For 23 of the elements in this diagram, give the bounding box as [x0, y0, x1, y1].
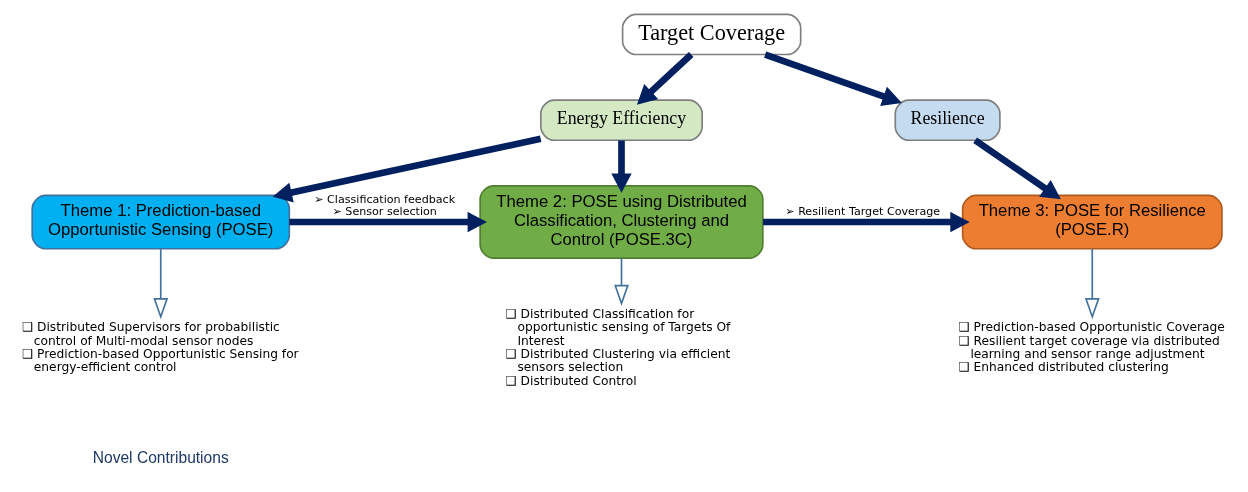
- node-box: Theme 1: Prediction-based Opportunistic Sensing (POSE): [31, 193, 291, 250]
- arrow: [272, 135, 542, 203]
- arrow: [973, 137, 1061, 199]
- arrow: [1084, 247, 1100, 319]
- edge-label: ➢ Classification feedback: [314, 192, 456, 206]
- edge-label: ➢ Sensor selection: [332, 204, 437, 218]
- arrow: [764, 50, 902, 106]
- edge-label: ➢ Resilient Target Coverage: [785, 204, 941, 218]
- node-text: ❑ Prediction-based Opportunistic Coverage ❑ Resilient target coverage via distributed learning and sensor range adjustment ❑ Enhanced distributed clustering: [958, 319, 1225, 374]
- node-text: ❑ Distributed Supervisors for probabilistic control of Multi-modal sensor nodes ❑ Prediction-based Opportunistic Sensing for energy-efficient control: [22, 319, 299, 374]
- node-box: Theme 3: POSE for Resilience (POSE.R): [961, 193, 1223, 250]
- label: Novel Contributions: [92, 448, 229, 466]
- node-box: Resilience: [894, 98, 1001, 141]
- arrow: [611, 140, 632, 193]
- node-box: Energy Efficiency: [539, 98, 703, 141]
- arrow: [763, 211, 970, 232]
- arrow: [614, 257, 629, 306]
- arrow: [289, 211, 488, 232]
- node-box: Theme 2: POSE using Distributed Classification, Clustering and Control (POSE.3C): [479, 184, 764, 259]
- node-text: ❑ Distributed Classification for opportunistic sensing of Targets Of Interest ❑ Distributed Clustering via efficient sensors selection ❑ Distributed Control: [505, 306, 731, 388]
- arrow: [636, 51, 694, 105]
- node-box: Target Coverage: [621, 13, 802, 55]
- arrow: [153, 247, 169, 319]
